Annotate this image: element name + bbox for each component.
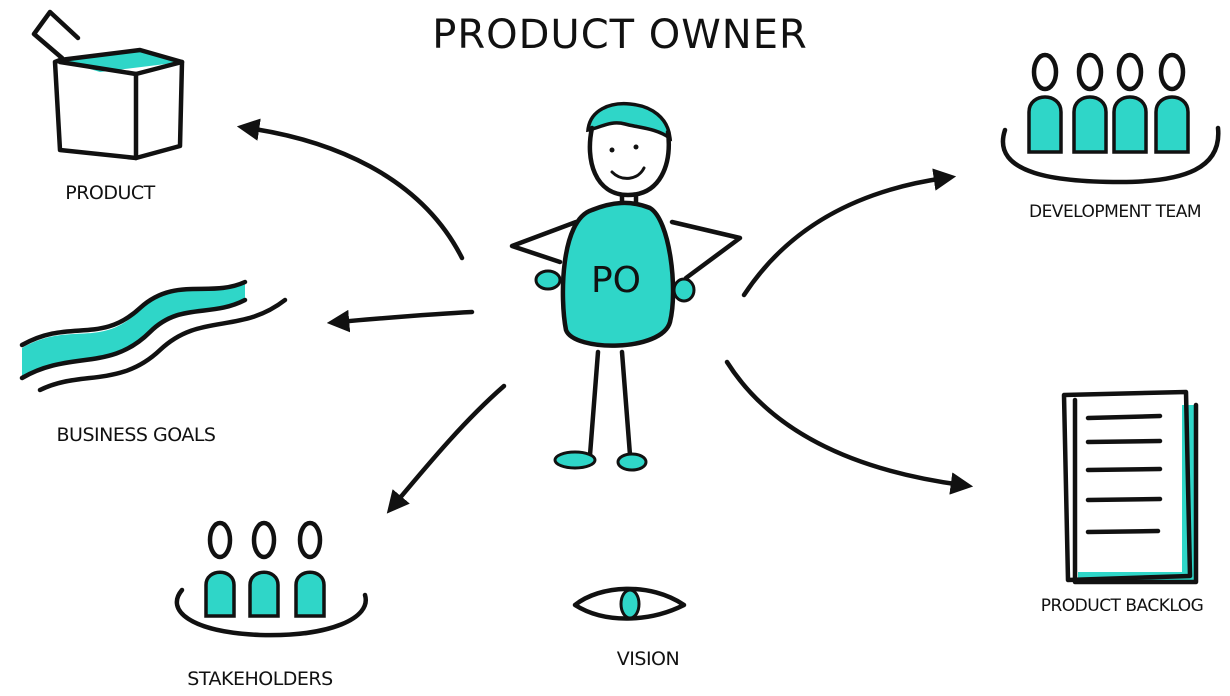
po-badge: PO xyxy=(590,260,642,301)
arrow-to-product xyxy=(236,118,465,261)
product-backlog-document-icon xyxy=(1061,389,1199,585)
arrow-to-stakeholders xyxy=(386,383,507,514)
product-label: PRODUCT xyxy=(65,182,155,204)
business-goals-label: BUSINESS GOALS xyxy=(56,424,216,446)
stakeholders-people-icon xyxy=(174,520,368,638)
vision-label: VISION xyxy=(616,648,680,670)
product-backlog-label: PRODUCT BACKLOG xyxy=(1040,596,1204,616)
product-box-icon xyxy=(31,9,185,161)
business-goals-wave-icon xyxy=(19,279,288,393)
diagram-title: PRODUCT OWNER xyxy=(432,12,808,58)
product-owner-figure-icon xyxy=(509,101,743,472)
stakeholders-label: STAKEHOLDERS xyxy=(187,668,333,690)
development-team-people-icon xyxy=(1000,52,1221,185)
development-team-label: DEVELOPMENT TEAM xyxy=(1028,202,1202,222)
vision-eye-icon xyxy=(572,586,687,621)
arrow-to-business-goals xyxy=(326,309,475,333)
arrow-to-product-backlog xyxy=(724,359,974,495)
arrow-to-development-team xyxy=(741,168,957,298)
